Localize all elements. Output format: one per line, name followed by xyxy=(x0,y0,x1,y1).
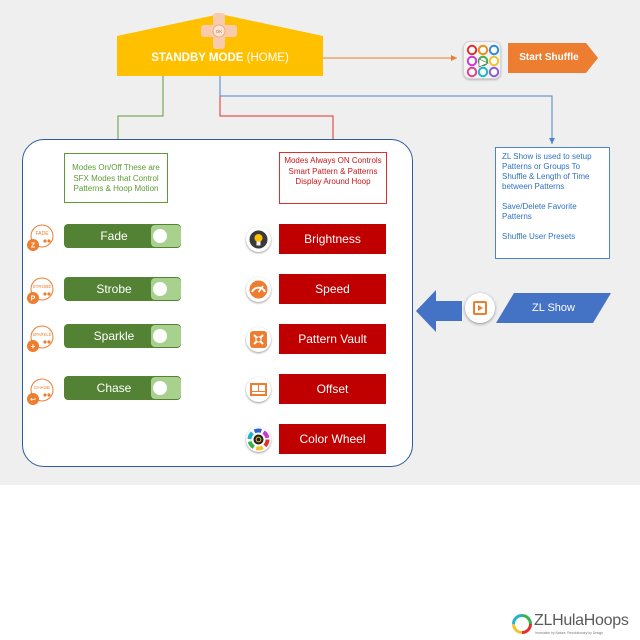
shuffle-grid-dot xyxy=(466,55,478,67)
hoop-logo-icon xyxy=(512,614,532,634)
shuffle-grid-dot xyxy=(466,66,478,78)
zl-show-note-line: ZL Show is used to setup Patterns or Gro… xyxy=(502,152,592,191)
strobe-icon: STROBE P xyxy=(27,277,54,304)
vault-icon xyxy=(246,327,271,352)
zl-show-note-line: Save/Delete Favorite Patterns xyxy=(502,202,577,221)
shuffle-grid-icon xyxy=(463,41,501,79)
shuffle-grid-dot xyxy=(466,44,478,56)
fade-toggle-row[interactable]: Fade xyxy=(64,224,181,248)
line-to-sfx xyxy=(115,76,164,150)
chase-icon: CHASE ↩ xyxy=(27,378,54,405)
pattern-vault-label: Pattern Vault xyxy=(298,332,367,346)
color-wheel-label: Color Wheel xyxy=(299,432,366,446)
svg-text:Z: Z xyxy=(31,243,36,250)
color-wheel-button[interactable]: Color Wheel xyxy=(279,424,386,454)
svg-text:↩: ↩ xyxy=(30,396,36,404)
chase-label: Chase xyxy=(96,381,132,395)
offset-button[interactable]: Offset xyxy=(279,374,386,404)
brightness-label: Brightness xyxy=(304,232,361,246)
standby-mode-title: STANDBY MODE (HOME) xyxy=(151,52,289,64)
always-on-modes-note: Modes Always ON Controls Smart Pattern &… xyxy=(279,152,387,204)
zl-show-icon xyxy=(465,293,495,323)
zlhulahoops-logo: ZLHulaHoops Innovation by Nature, Revolu… xyxy=(511,608,639,638)
logo-name: ZLHulaHoops xyxy=(534,612,629,629)
fade-icon: FADE Z xyxy=(27,224,54,251)
logo-tagline: Innovation by Nature, Revolutionary by D… xyxy=(535,631,603,635)
offset-label: Offset xyxy=(316,382,349,396)
zl-show-note: ZL Show is used to setup Patterns or Gro… xyxy=(495,147,610,259)
shuffle-grid-dot xyxy=(477,66,489,78)
svg-text:P: P xyxy=(31,296,36,303)
chase-toggle-row[interactable]: Chase xyxy=(64,376,181,400)
bulb-icon xyxy=(246,227,271,252)
sparkle-icon: SPARKLE + xyxy=(27,325,54,352)
sparkle-toggle[interactable] xyxy=(151,325,181,347)
fade-toggle[interactable] xyxy=(151,225,181,247)
toggle-knob xyxy=(153,381,167,395)
strobe-label: Strobe xyxy=(96,282,132,296)
speed-button[interactable]: Speed xyxy=(279,274,386,304)
zl-show-label: ZL Show xyxy=(531,302,575,314)
offset-icon xyxy=(246,377,271,402)
sparkle-toggle-row[interactable]: Sparkle xyxy=(64,324,181,348)
sfx-modes-note: Modes On/Off These are SFX Modes that Co… xyxy=(64,153,168,203)
shuffle-grid-dot xyxy=(477,44,489,56)
svg-text:FADE: FADE xyxy=(35,231,49,237)
shuffle-grid-dot xyxy=(488,66,500,78)
speedometer-icon xyxy=(246,277,271,302)
svg-text:SPARKLE: SPARKLE xyxy=(32,332,51,337)
speed-label: Speed xyxy=(315,282,350,296)
strobe-toggle[interactable] xyxy=(151,278,181,300)
zl-show-note-line: Shuffle User Presets xyxy=(502,232,576,241)
line-to-zlshow xyxy=(219,76,555,144)
pattern-vault-button[interactable]: Pattern Vault xyxy=(279,324,386,354)
remote-dpad-icon: OK xyxy=(201,13,237,49)
start-shuffle-button[interactable]: Start Shuffle xyxy=(508,43,598,73)
toggle-knob xyxy=(153,282,167,296)
color-wheel-icon xyxy=(246,427,271,452)
remote-key-label: OK xyxy=(216,29,223,34)
shuffle-grid-dot xyxy=(488,44,500,56)
sparkle-label: Sparkle xyxy=(93,329,135,343)
connector-lines xyxy=(115,55,555,150)
left-arrow-icon xyxy=(416,290,462,332)
svg-text:STROBE: STROBE xyxy=(33,284,52,289)
shuffle-grid-dot xyxy=(488,55,500,67)
fade-label: Fade xyxy=(100,229,128,243)
brightness-button[interactable]: Brightness xyxy=(279,224,386,254)
chase-toggle[interactable] xyxy=(151,377,181,399)
svg-text:CHASE: CHASE xyxy=(34,385,51,391)
svg-text:+: + xyxy=(31,342,36,351)
start-shuffle-label: Start Shuffle xyxy=(519,52,579,63)
strobe-toggle-row[interactable]: Strobe xyxy=(64,277,181,301)
toggle-knob xyxy=(153,229,167,243)
toggle-knob xyxy=(153,329,167,343)
zl-show-button[interactable]: ZL Show xyxy=(496,293,611,323)
